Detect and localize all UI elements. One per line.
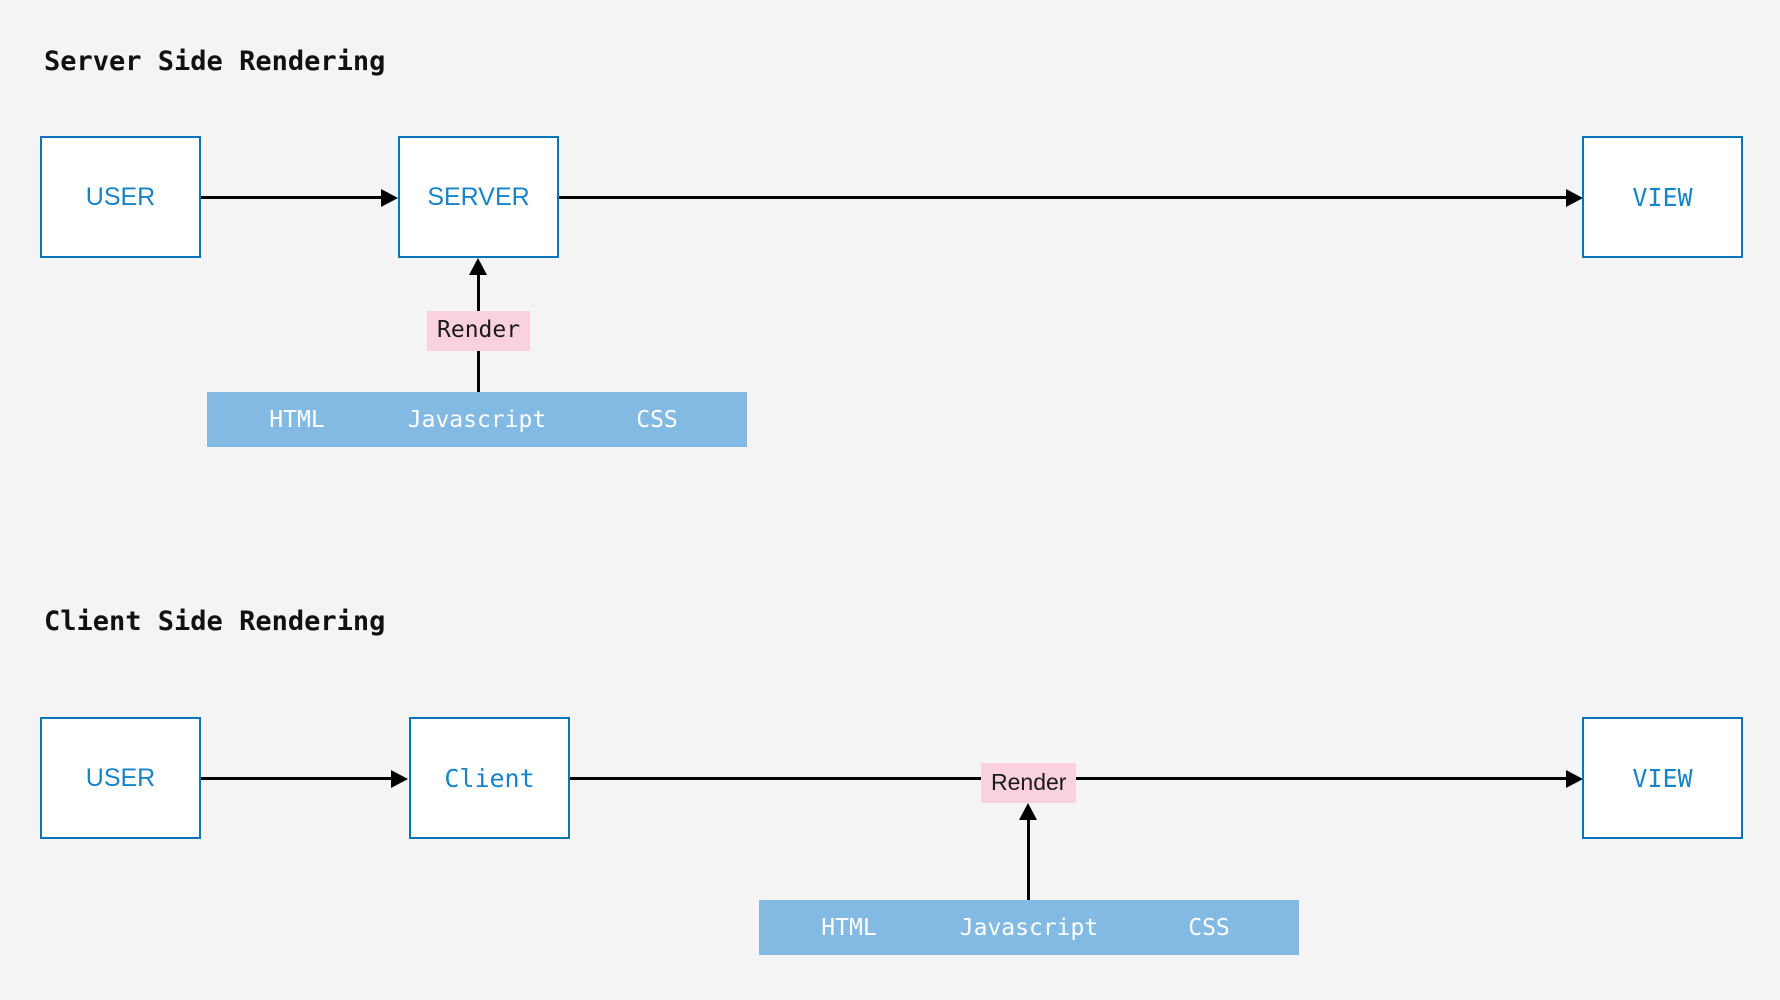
arrowhead-assets-to-render-csr-icon: [1019, 803, 1037, 820]
render-badge-csr: Render: [981, 763, 1077, 803]
arrowhead-user-to-client-csr-icon: [391, 770, 408, 788]
asset-item-html-ssr: HTML: [269, 406, 325, 433]
arrowhead-user-to-server-ssr-icon: [381, 189, 398, 207]
arrowhead-server-to-view-ssr-icon: [1566, 189, 1583, 207]
arrow-user-to-server-ssr: [201, 196, 381, 199]
asset-bar-ssr: HTML Javascript CSS: [207, 392, 747, 447]
node-label-client-csr: Client: [444, 763, 535, 793]
arrow-user-to-client-csr: [201, 777, 391, 780]
node-box-user-csr[interactable]: USER: [40, 717, 201, 839]
arrow-assets-to-render-csr: [1027, 820, 1030, 905]
node-label-user-csr: USER: [85, 763, 156, 792]
node-box-client-csr[interactable]: Client: [409, 717, 570, 839]
node-box-user-ssr[interactable]: USER: [40, 136, 201, 258]
render-badge-ssr: Render: [427, 311, 531, 351]
node-box-view-csr[interactable]: VIEW: [1582, 717, 1743, 839]
arrowhead-assets-to-server-ssr-icon: [469, 258, 487, 275]
asset-item-css-csr: CSS: [1188, 914, 1230, 941]
node-label-user-ssr: USER: [85, 182, 156, 211]
node-label-server-ssr: SERVER: [427, 182, 530, 211]
arrow-server-to-view-ssr: [559, 196, 1566, 199]
asset-item-javascript-ssr: Javascript: [407, 406, 547, 433]
node-box-view-ssr[interactable]: VIEW: [1582, 136, 1743, 258]
asset-bar-csr: HTML Javascript CSS: [759, 900, 1299, 955]
arrowhead-client-to-view-csr-icon: [1566, 770, 1583, 788]
node-label-view-csr: VIEW: [1632, 763, 1693, 793]
asset-item-javascript-csr: Javascript: [959, 914, 1099, 941]
section-title-client-side-rendering: Client Side Rendering: [44, 606, 386, 637]
section-title-server-side-rendering: Server Side Rendering: [44, 46, 386, 77]
asset-item-html-csr: HTML: [821, 914, 877, 941]
node-label-view-ssr: VIEW: [1632, 182, 1693, 212]
node-box-server-ssr[interactable]: SERVER: [398, 136, 559, 258]
asset-item-css-ssr: CSS: [636, 406, 678, 433]
